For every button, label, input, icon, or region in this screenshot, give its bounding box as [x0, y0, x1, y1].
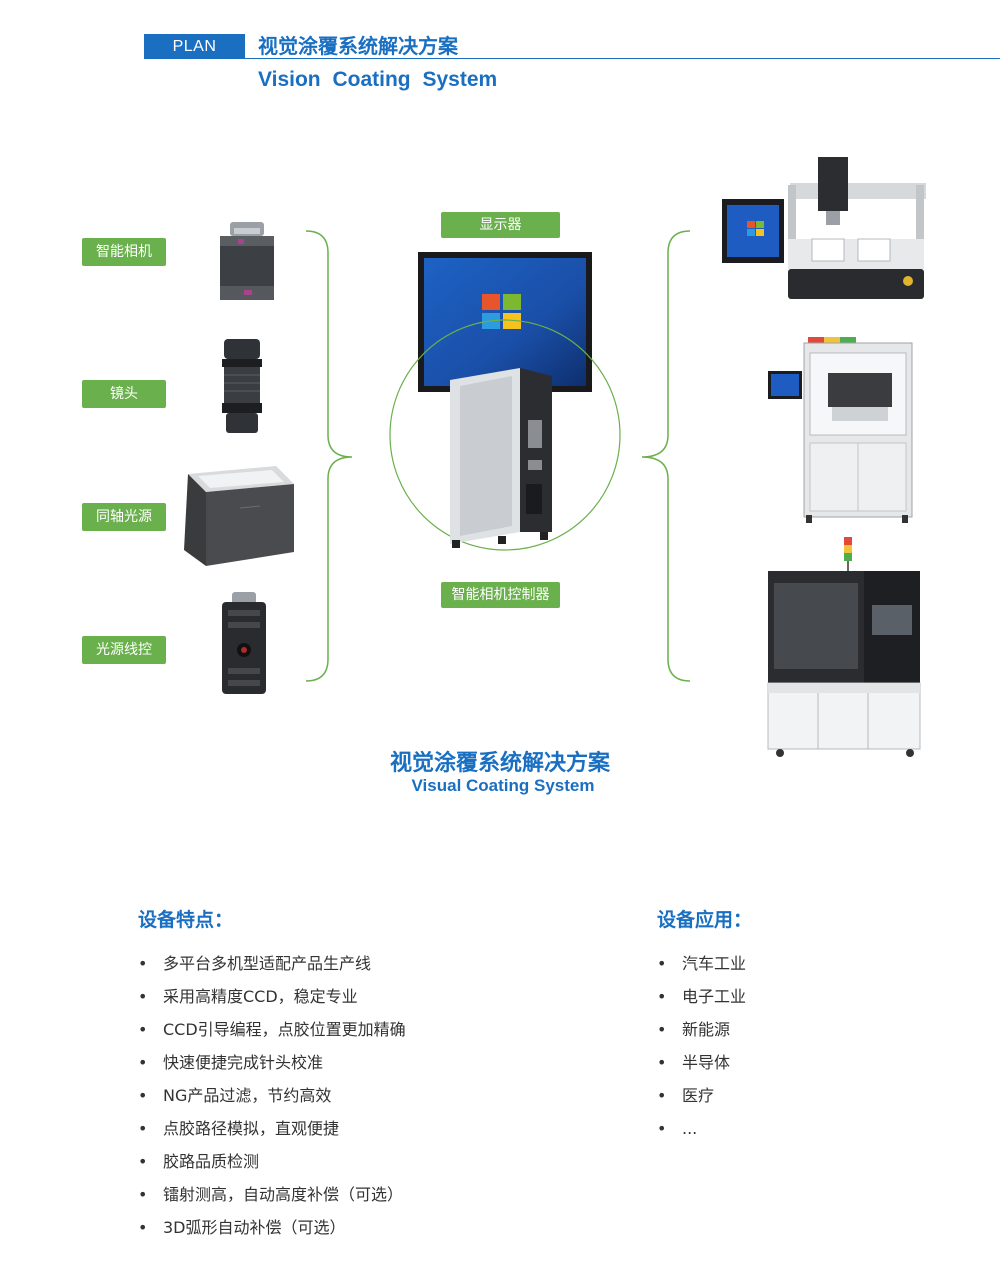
- feature-item: •CCD引导编程，点胶位置更加精确: [138, 1020, 406, 1039]
- header-plan-tag: PLAN: [144, 34, 245, 59]
- lens-image: [222, 339, 262, 433]
- header-title-en: Vision Coating System: [258, 68, 498, 91]
- application-item: •电子工业: [657, 987, 747, 1006]
- right-brace: [641, 230, 691, 682]
- enclosed-dispenser-image: [767, 537, 921, 757]
- application-item: •半导体: [657, 1053, 731, 1072]
- feature-item: •快速便捷完成针头校准: [138, 1053, 324, 1072]
- header-rule: [245, 58, 1000, 59]
- header-title-cn: 视觉涂覆系统解决方案: [258, 34, 458, 58]
- light-controller-image: [222, 592, 266, 694]
- tag-monitor: 显示器: [441, 212, 560, 238]
- feature-item: •点胶路径模拟，直观便捷: [138, 1119, 340, 1138]
- feature-item: •3D弧形自动补偿（可选）: [138, 1218, 346, 1237]
- applications-list: •汽车工业 •电子工业 •新能源 •半导体 •医疗 •...: [657, 953, 746, 1151]
- tag-lens: 镜头: [82, 380, 166, 408]
- application-item: •医疗: [657, 1086, 715, 1105]
- features-list: •多平台多机型适配产品生产线 •采用高精度CCD，稳定专业 •CCD引导编程，点…: [138, 953, 406, 1250]
- feature-item: •NG产品过滤，节约高效: [138, 1086, 332, 1105]
- coaxial-light-image: [184, 466, 294, 566]
- applications-title: 设备应用：: [657, 909, 753, 931]
- features-title: 设备特点：: [138, 909, 234, 931]
- caption-title-cn: 视觉涂覆系统解决方案: [389, 751, 610, 776]
- smart-camera-image: [220, 222, 274, 300]
- application-item: •汽车工业: [657, 954, 747, 973]
- feature-item: •胶路品质检测: [138, 1152, 260, 1171]
- tag-coaxial-light: 同轴光源: [82, 503, 166, 531]
- tag-light-controller: 光源线控: [82, 636, 166, 664]
- caption-title-en: Visual Coating System: [411, 776, 595, 795]
- application-item: •...: [657, 1119, 698, 1138]
- tag-camera-controller: 智能相机控制器: [441, 582, 560, 608]
- left-brace: [305, 230, 353, 682]
- application-item: •新能源: [657, 1020, 731, 1039]
- feature-item: •多平台多机型适配产品生产线: [138, 954, 372, 973]
- cabinet-dispenser-image: [768, 337, 913, 523]
- desktop-dispenser-image: [722, 157, 926, 299]
- feature-item: •采用高精度CCD，稳定专业: [138, 987, 358, 1006]
- feature-item: •镭射测高，自动高度补偿（可选）: [138, 1185, 404, 1204]
- monitor-and-controller-image: [389, 252, 621, 551]
- tag-smart-camera: 智能相机: [82, 238, 166, 266]
